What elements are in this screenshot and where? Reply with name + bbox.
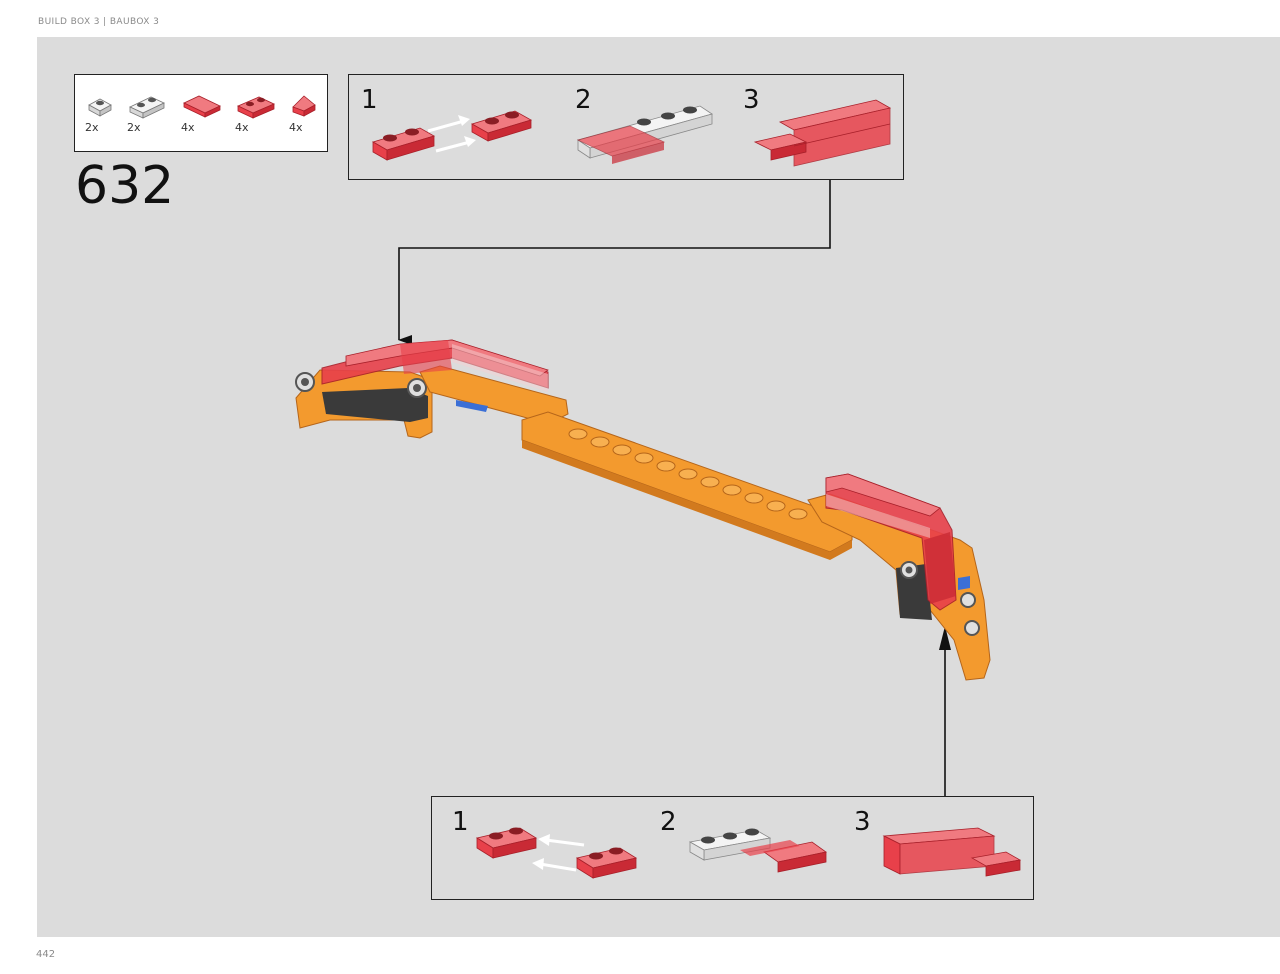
part-qty: 2x (85, 121, 99, 134)
connector-line-top (398, 180, 831, 345)
white-plate-1x2-icon (129, 96, 165, 119)
header-label: BUILD BOX 3 | BAUBOX 3 (38, 17, 160, 27)
sub-step-label: 3 (743, 85, 760, 115)
white-plate-1x1-icon (88, 98, 112, 117)
part-item: 2x (85, 93, 125, 137)
sub-step-label: 1 (361, 85, 378, 115)
top-sub-step-3-illustration (753, 99, 892, 167)
sub-step-label: 2 (575, 85, 592, 115)
parts-list-box: 2x 2x 4x 4x (74, 74, 328, 152)
part-item: 2x (127, 93, 167, 137)
sub-step-label: 3 (854, 807, 871, 837)
sub-step-label: 1 (452, 807, 469, 837)
red-slope-icon (292, 95, 316, 117)
bottom-sub-step-2-illustration (688, 828, 827, 873)
connector-line-bottom (939, 626, 951, 796)
bottom-sub-step-3-illustration (882, 827, 1022, 877)
top-sub-step-1-illustration (371, 110, 533, 161)
main-model-illustration (295, 339, 991, 681)
part-item: 4x (181, 93, 221, 137)
page-number: 442 (36, 949, 56, 960)
top-sub-step-2-illustration (576, 105, 713, 164)
part-qty: 4x (289, 121, 303, 134)
part-qty: 4x (181, 121, 195, 134)
red-plate-1x2-icon (237, 96, 275, 119)
bottom-sub-step-1-illustration (475, 827, 638, 879)
sub-step-label: 2 (660, 807, 677, 837)
part-item: 4x (235, 93, 275, 137)
part-qty: 4x (235, 121, 249, 134)
red-tile-1x2-icon (183, 95, 221, 118)
step-number: 632 (75, 156, 175, 216)
part-qty: 2x (127, 121, 141, 134)
part-item: 4x (289, 93, 329, 137)
